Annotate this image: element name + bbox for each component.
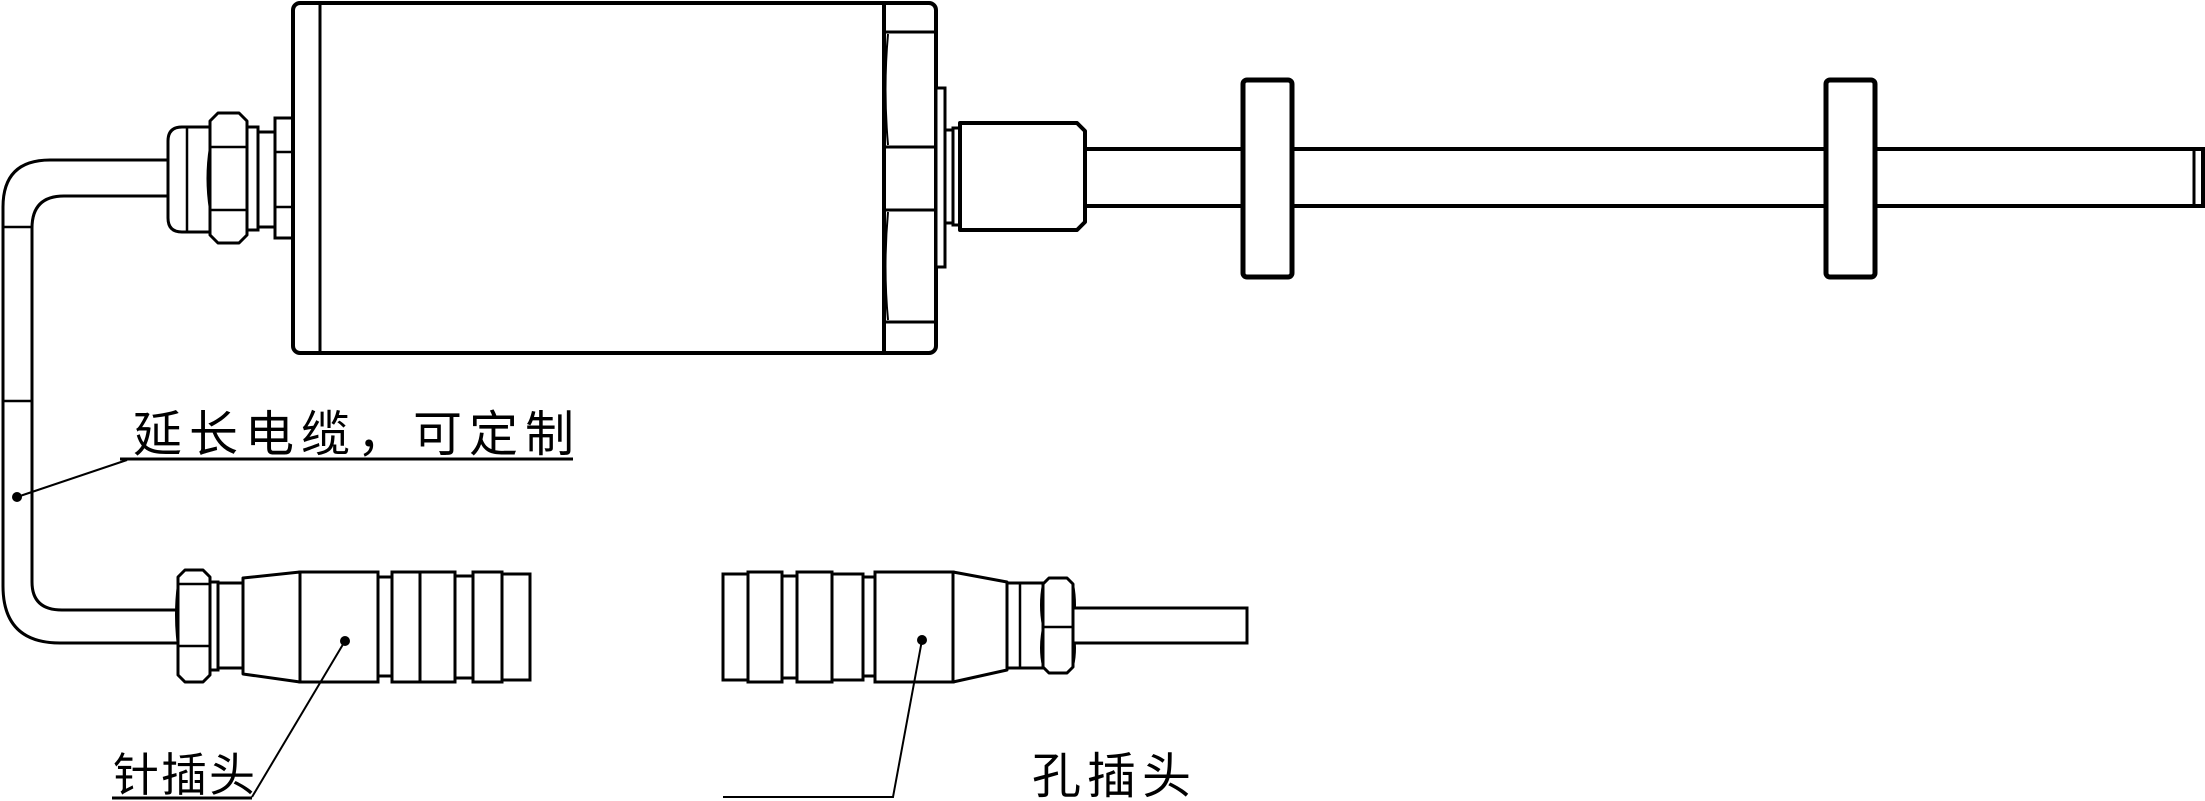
socket-plug-neck (861, 575, 877, 678)
pin-plug-barrel (298, 570, 380, 684)
socket-plug-hex-nut (1041, 576, 1075, 675)
cable-outer-edge (1, 158, 180, 645)
socket-plug-end-cap (721, 572, 750, 682)
leader-line-extension-cable (16, 459, 128, 498)
gland-washer (245, 125, 260, 232)
socket-plug-rib-2 (780, 574, 799, 680)
socket-plug-barrel (873, 570, 955, 684)
sensor-housing-body (291, 1, 938, 355)
pin-plug-neck (376, 575, 394, 678)
pin-plug-rib-3 (453, 574, 475, 680)
float-flange-2 (1823, 77, 1878, 280)
pin-plug-hex-nut (176, 568, 212, 684)
socket-plug-rib-1 (746, 570, 784, 684)
socket-plug-rib-4 (830, 572, 865, 682)
pin-plug-rib-4 (471, 570, 504, 684)
label-extension-cable: 延长电缆，可定制 (133, 408, 581, 462)
shaft-boss (958, 121, 1087, 232)
float-flange-1 (1240, 77, 1295, 280)
socket-plug-taper (951, 570, 1009, 684)
gland-cup (166, 125, 212, 234)
leader-line-pin-plug (251, 640, 346, 798)
label-socket-plug: 孔插头 (1032, 750, 1197, 801)
socket-plug-rib-3 (795, 570, 834, 684)
pin-plug-spacer-ring (216, 581, 245, 670)
gland-flange-nut (273, 116, 295, 240)
socket-plug-spacer-ring (1005, 581, 1045, 670)
pin-plug-end-cap (500, 572, 532, 682)
leader-line-socket-plug (723, 639, 923, 798)
socket-plug-hex-bulge-tl (1040, 583, 1044, 627)
end-ring-bulge-upper (884, 33, 889, 146)
end-ring-bulge-lower (884, 211, 889, 321)
gland-spacer (256, 130, 277, 229)
gland-hex-nut (208, 111, 249, 245)
pin-plug-rib-1-2 (390, 570, 457, 684)
socket-plug-hex-bulge-bl (1040, 627, 1044, 667)
pin-plug-taper (241, 570, 302, 684)
gland-hex-bulge-left (206, 146, 211, 211)
label-pin-plug: 针插头 (113, 749, 257, 801)
cable-inner-edge (30, 194, 180, 612)
socket-plug-cable-tail (1071, 606, 1249, 645)
pin-plug-hex-bulge-left (175, 583, 179, 647)
